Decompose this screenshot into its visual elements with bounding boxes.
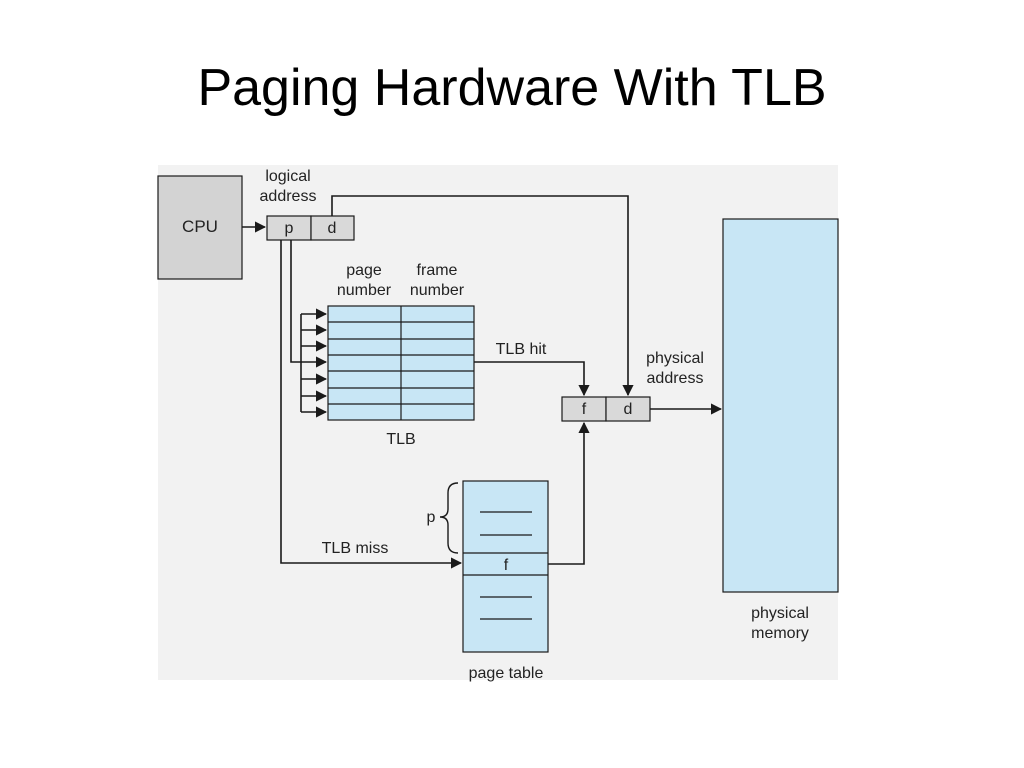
tlb-label: TLB (386, 431, 415, 448)
physical-memory-label-line1: physical (751, 605, 809, 622)
page-number-label-line2: number (337, 282, 392, 299)
physical-address-label-line1: physical (646, 350, 704, 367)
frame-number-label-line1: frame (417, 262, 458, 279)
logical-address-label-line2: address (260, 188, 317, 205)
physical-memory-box (722, 218, 839, 593)
slide-title: Paging Hardware With TLB (197, 59, 827, 117)
page-table-brace (439, 482, 459, 554)
physical-d-cell (605, 396, 651, 422)
logical-d-cell (310, 215, 355, 241)
physical-address-label-line2: address (647, 370, 704, 387)
page-number-label-line1: page (346, 262, 382, 279)
tlb-table (327, 305, 475, 421)
tlb-search-arrows (290, 240, 328, 418)
tlb-hit-arrow (474, 361, 590, 397)
cpu-label: CPU (182, 217, 218, 236)
page-table-to-frame-arrow (548, 421, 590, 565)
logical-p-label: p (285, 220, 294, 237)
page-table-label: page table (469, 665, 544, 682)
tlb-miss-label: TLB miss (322, 540, 389, 557)
logical-d-label: d (328, 220, 337, 237)
physical-f-label: f (582, 401, 587, 418)
offset-d-arrow (331, 195, 634, 397)
tlb-miss-arrow (280, 240, 463, 569)
frame-number-label-line2: number (410, 282, 465, 299)
page-table-p-label: p (427, 509, 436, 526)
logical-address-label-line1: logical (265, 168, 310, 185)
cpu-box (157, 175, 243, 280)
page-table-f-label: f (504, 557, 509, 574)
physical-d-label: d (624, 401, 633, 418)
tlb-hit-label: TLB hit (496, 341, 547, 358)
physical-memory-label-line2: memory (751, 625, 809, 642)
page-table (462, 480, 549, 653)
